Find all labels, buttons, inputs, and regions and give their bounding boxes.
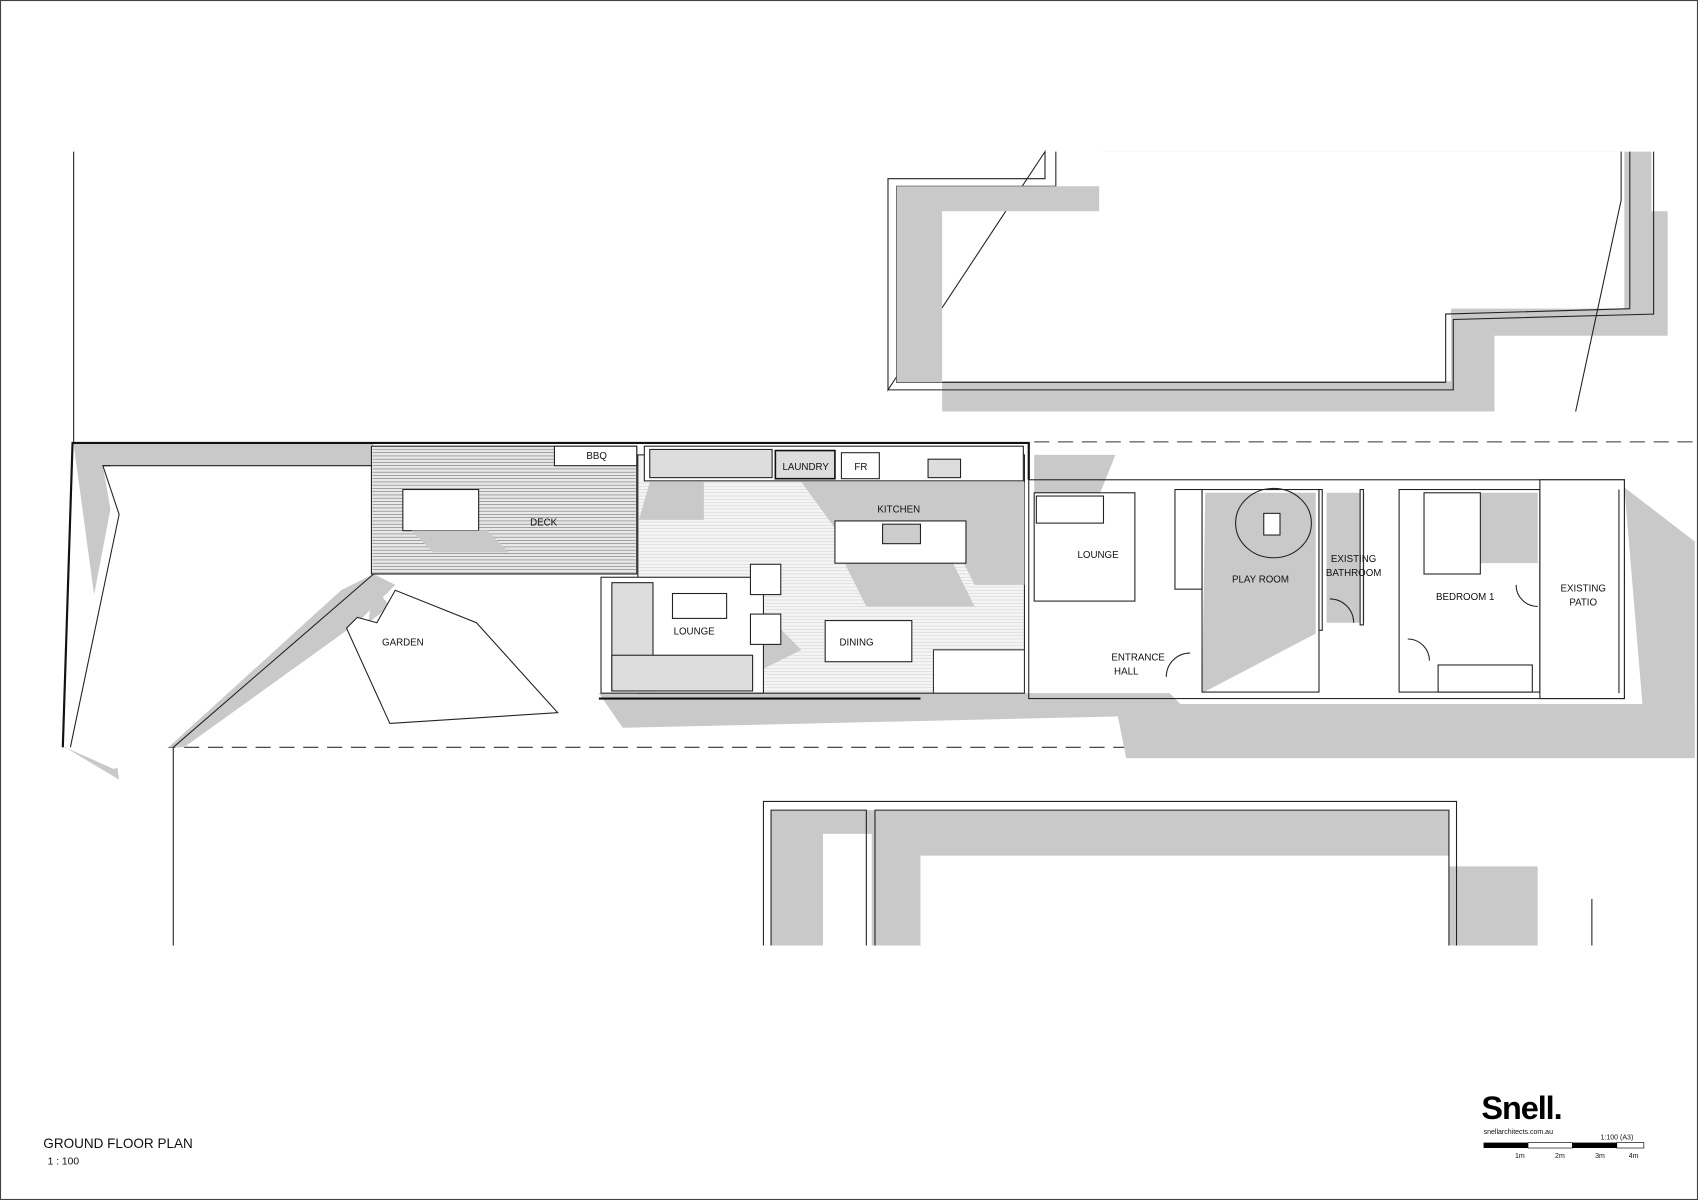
rear-extension [598,441,1030,700]
label-entrance-line1: ENTRANCE [1111,653,1165,664]
label-lounge-rear: LOUNGE [674,627,716,638]
label-bathroom-line2: BATHROOM [1326,568,1382,579]
dining-table [824,620,913,663]
fridge [840,452,880,480]
sink [882,523,922,545]
label-deck: DECK [530,517,558,528]
label-laundry: LAUNDRY [783,462,830,473]
label-patio-line1: EXISTING [1560,583,1605,594]
label-lounge-front: LOUNGE [1078,550,1120,561]
armchair [749,613,782,645]
label-kitchen: KITCHEN [877,504,920,515]
label-dining: DINING [840,637,874,648]
room-labels: BBQ LAUNDRY FR KITCHEN DECK LOUNGE DININ… [382,451,1606,678]
stairs [932,649,1025,694]
snell-logo: Snell. [1481,1090,1561,1126]
bed [1423,492,1481,575]
drawing-title: GROUND FLOOR PLAN [43,1136,192,1151]
scale-label: 4m [1629,1153,1639,1160]
label-patio-line2: PATIO [1569,597,1597,608]
website: snellarchitects.com.au [1484,1129,1554,1136]
armchair [749,563,782,596]
garden [61,441,645,780]
drawing-scale: 1 : 100 [48,1156,80,1167]
cooktop [927,458,962,479]
coffee-table [671,592,728,619]
neighbour-building-south [762,800,1593,946]
label-play-room: PLAY ROOM [1232,575,1289,586]
label-bbq: BBQ [586,451,607,462]
existing-house [1028,479,1625,700]
scale-label: 3m [1595,1153,1605,1160]
deck [370,445,638,575]
scale-bar-segment [1527,1142,1573,1149]
laundry [774,449,836,480]
building-shadows [598,454,1695,759]
title-block: Snell. snellarchitects.com.au 1:100 (A3)… [1481,1090,1645,1160]
scale-label: 2m [1555,1153,1565,1160]
scale-bar-segment [1616,1142,1645,1149]
bbq-unit [553,445,638,467]
scale-bar-segment [1572,1142,1617,1149]
label-garden: GARDEN [382,637,424,648]
scale-label: 1m [1515,1153,1525,1160]
label-fridge: FR [854,462,867,473]
neighbour-building-north [887,149,1668,412]
scale-bar-segment [1483,1142,1528,1149]
label-entrance-line2: HALL [1114,667,1139,678]
sheet-scale: 1:100 (A3) [1601,1134,1634,1141]
label-bedroom: BEDROOM 1 [1436,592,1494,603]
deck-table [402,488,480,532]
label-bathroom-line1: EXISTING [1331,554,1376,565]
